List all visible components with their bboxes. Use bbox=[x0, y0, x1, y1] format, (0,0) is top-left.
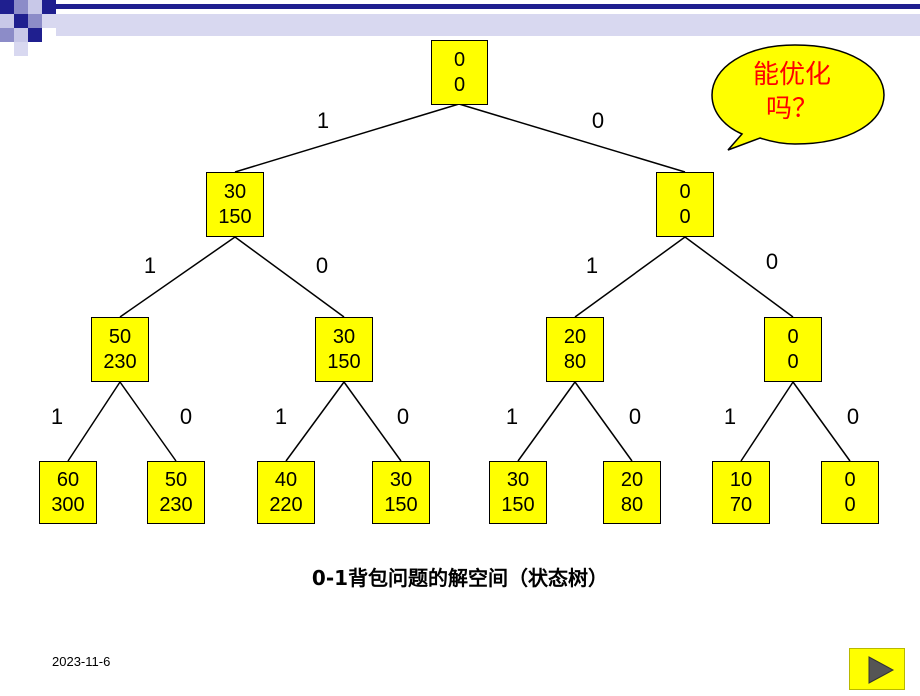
node-value: 150 bbox=[327, 350, 361, 373]
edge-label: 1 bbox=[50, 404, 64, 429]
edge-label: 1 bbox=[723, 404, 737, 429]
edge-l2a-l3-1 bbox=[67, 381, 121, 462]
edge-l1left-l2b bbox=[234, 236, 345, 318]
node-weight: 20 bbox=[620, 468, 644, 491]
tree-leaf: 40 220 bbox=[257, 461, 315, 524]
node-value: 0 bbox=[453, 73, 466, 96]
caption-text: 背包问题的解空间（状态树） bbox=[348, 566, 609, 590]
node-weight: 30 bbox=[389, 468, 413, 491]
node-weight: 50 bbox=[164, 468, 188, 491]
edge-label: 0 bbox=[628, 404, 642, 429]
node-value: 230 bbox=[103, 350, 137, 373]
node-weight: 40 bbox=[274, 468, 298, 491]
next-slide-button[interactable] bbox=[849, 648, 905, 690]
edge-label: 1 bbox=[274, 404, 288, 429]
tree-node-l2-c: 20 80 bbox=[546, 317, 604, 382]
tree-node-l1-left: 30 150 bbox=[206, 172, 264, 237]
node-value: 230 bbox=[159, 493, 193, 516]
node-value: 70 bbox=[729, 493, 753, 516]
edge-label: 0 bbox=[846, 404, 860, 429]
edge-l2b-l3-4 bbox=[343, 381, 402, 462]
edge-l2d-l3-7 bbox=[740, 381, 794, 462]
tree-leaf: 30 150 bbox=[372, 461, 430, 524]
callout-line: 吗？ bbox=[765, 94, 818, 124]
edge-l1right-l2c bbox=[574, 236, 686, 318]
edge-label: 1 bbox=[316, 108, 330, 133]
edge-label: 0 bbox=[591, 108, 605, 133]
corner-decoration bbox=[0, 0, 920, 56]
node-weight: 0 bbox=[787, 325, 799, 348]
edge-label: 1 bbox=[585, 253, 599, 278]
node-weight: 20 bbox=[563, 325, 587, 348]
callout-line: 能优化 bbox=[752, 60, 831, 90]
tree-edges bbox=[67, 103, 851, 462]
tree-leaf: 10 70 bbox=[712, 461, 770, 524]
diagram-caption: 0-1背包问题的解空间（状态树） bbox=[0, 562, 920, 591]
speech-bubble bbox=[711, 44, 885, 151]
tree-leaf: 0 0 bbox=[821, 461, 879, 524]
tree-leaf: 30 150 bbox=[489, 461, 547, 524]
edge-root-l1-left bbox=[234, 103, 460, 173]
node-weight: 0 bbox=[844, 468, 856, 491]
edge-l1right-l2d bbox=[684, 236, 794, 318]
node-value: 0 bbox=[787, 350, 799, 373]
tree-leaf: 20 80 bbox=[603, 461, 661, 524]
edge-root-l1-right bbox=[458, 103, 686, 173]
tree-node-l2-b: 30 150 bbox=[315, 317, 373, 382]
edge-label: 1 bbox=[505, 404, 519, 429]
edge-label: 0 bbox=[179, 404, 193, 429]
node-weight: 50 bbox=[108, 325, 132, 348]
node-weight: 10 bbox=[729, 468, 753, 491]
caption-prefix: 0-1 bbox=[311, 566, 349, 590]
edge-l2b-l3-3 bbox=[285, 381, 345, 462]
edge-l2d-l3-8 bbox=[792, 381, 851, 462]
node-weight: 0 bbox=[679, 180, 691, 203]
tree-leaf: 50 230 bbox=[147, 461, 205, 524]
callout-text: 能优化 吗？ bbox=[742, 58, 842, 126]
slide-date: 2023-11-6 bbox=[52, 654, 111, 669]
edge-l2a-l3-2 bbox=[119, 381, 177, 462]
edge-l2c-l3-6 bbox=[574, 381, 633, 462]
node-value: 0 bbox=[679, 205, 691, 228]
tree-node-root: 0 0 bbox=[431, 40, 488, 105]
tree-node-l2-d: 0 0 bbox=[764, 317, 822, 382]
node-value: 0 bbox=[844, 493, 856, 516]
edge-label: 0 bbox=[765, 249, 779, 274]
edge-l2c-l3-5 bbox=[517, 381, 576, 462]
node-value: 80 bbox=[563, 350, 587, 373]
tree-node-l2-a: 50 230 bbox=[91, 317, 149, 382]
tree-leaf: 60 300 bbox=[39, 461, 97, 524]
node-value: 150 bbox=[501, 493, 535, 516]
node-weight: 60 bbox=[56, 468, 80, 491]
edge-l1left-l2a bbox=[119, 236, 236, 318]
edge-label: 1 bbox=[143, 253, 157, 278]
node-value: 150 bbox=[384, 493, 418, 516]
node-value: 220 bbox=[269, 493, 303, 516]
node-weight: 30 bbox=[223, 180, 247, 203]
node-weight: 30 bbox=[506, 468, 530, 491]
node-value: 300 bbox=[51, 493, 85, 516]
tree-node-l1-right: 0 0 bbox=[656, 172, 714, 237]
node-value: 150 bbox=[218, 205, 252, 228]
edge-label: 0 bbox=[315, 253, 329, 278]
node-value: 80 bbox=[620, 493, 644, 516]
play-triangle-icon bbox=[868, 656, 895, 684]
edge-label: 0 bbox=[396, 404, 410, 429]
node-weight: 0 bbox=[453, 48, 466, 71]
node-weight: 30 bbox=[332, 325, 356, 348]
